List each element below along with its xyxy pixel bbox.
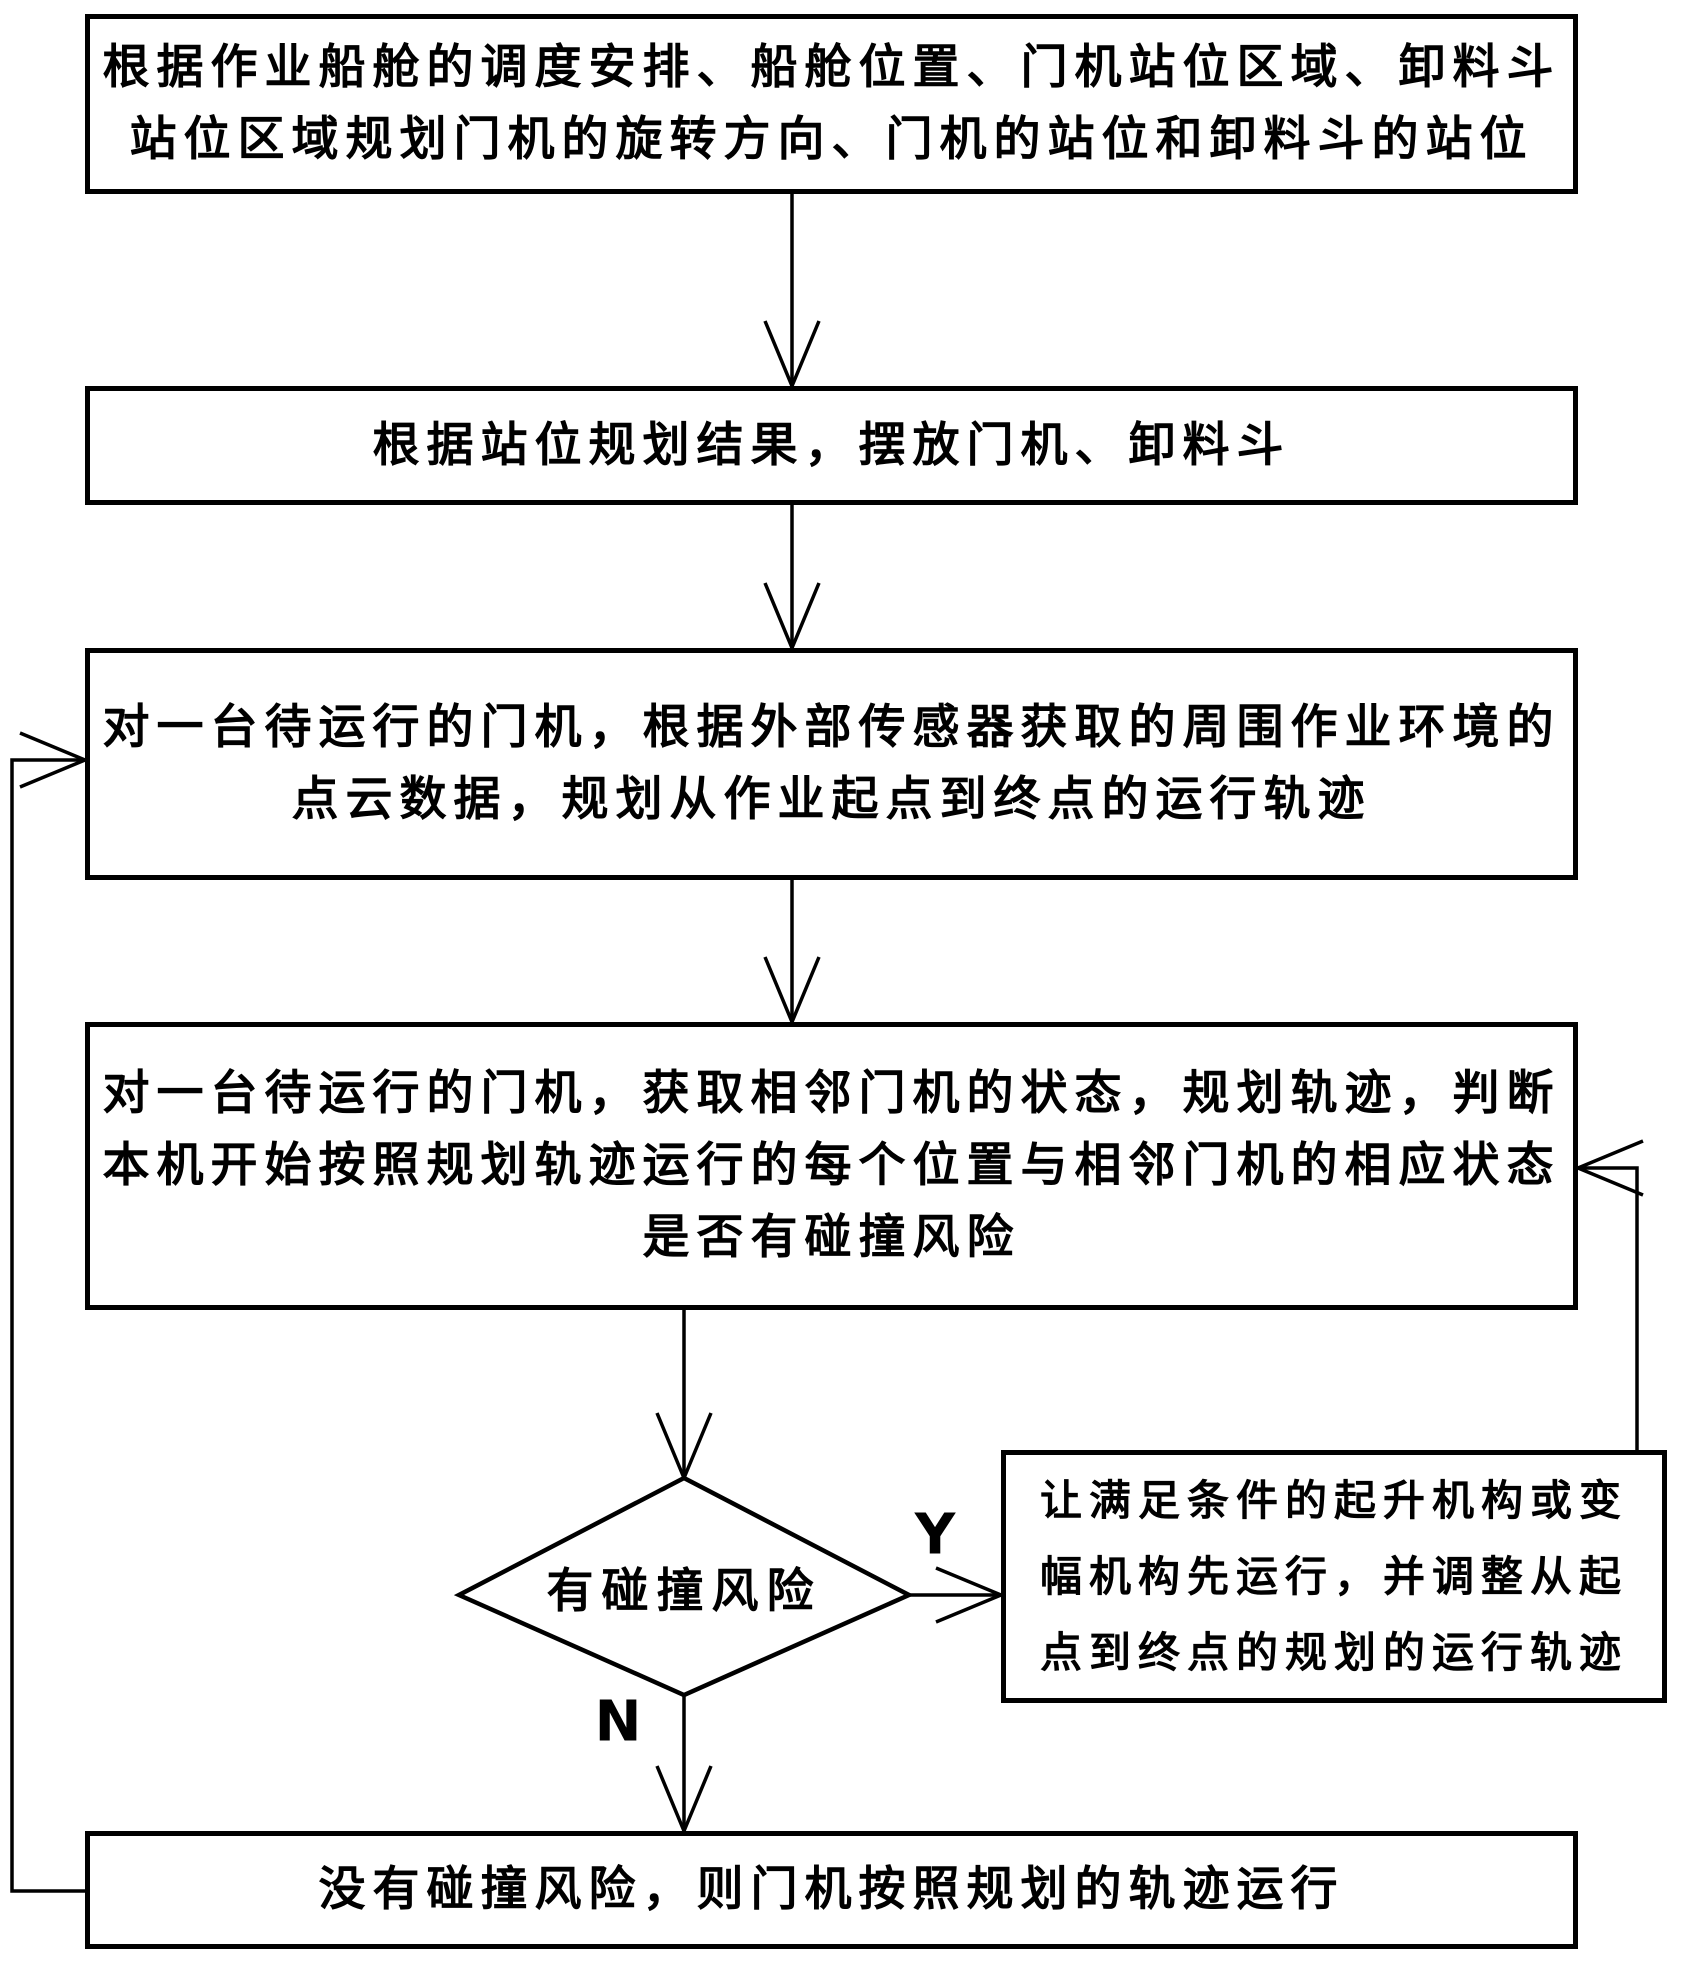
feedback-yes-to-step4 [1578, 1166, 1639, 1450]
decision-diamond [453, 1475, 915, 1698]
process-box-plan-trajectory: 对一台待运行的门机，根据外部传感器获取的周围作业环境的 点云数据，规划从作业起点… [85, 648, 1578, 880]
process-box-plan-positions: 根据作业船舱的调度安排、船舱位置、门机站位区域、卸料斗 站位区域规划门机的旋转方… [85, 14, 1578, 194]
process-box-no-run: 没有碰撞风险，则门机按照规划的轨迹运行 [85, 1831, 1578, 1949]
decision-label: 有碰撞风险 [546, 1564, 822, 1619]
branch-label-yes: Y [914, 1502, 956, 1568]
process-box-place-equipment: 根据站位规划结果，摆放门机、卸料斗 [85, 386, 1578, 505]
branch-label-no: N [594, 1689, 642, 1755]
process-box-check-neighbors: 对一台待运行的门机，获取相邻门机的状态，规划轨迹，判断 本机开始按照规划轨迹运行… [85, 1022, 1578, 1310]
arrowhead-yes-to-step4 [1573, 1139, 1644, 1197]
feedback-no-to-step3 [10, 758, 85, 1893]
process-box-yes-adjust: 让满足条件的起升机构或变 幅机构先运行，并调整从起 点到终点的规划的运行轨迹 [1001, 1450, 1667, 1703]
